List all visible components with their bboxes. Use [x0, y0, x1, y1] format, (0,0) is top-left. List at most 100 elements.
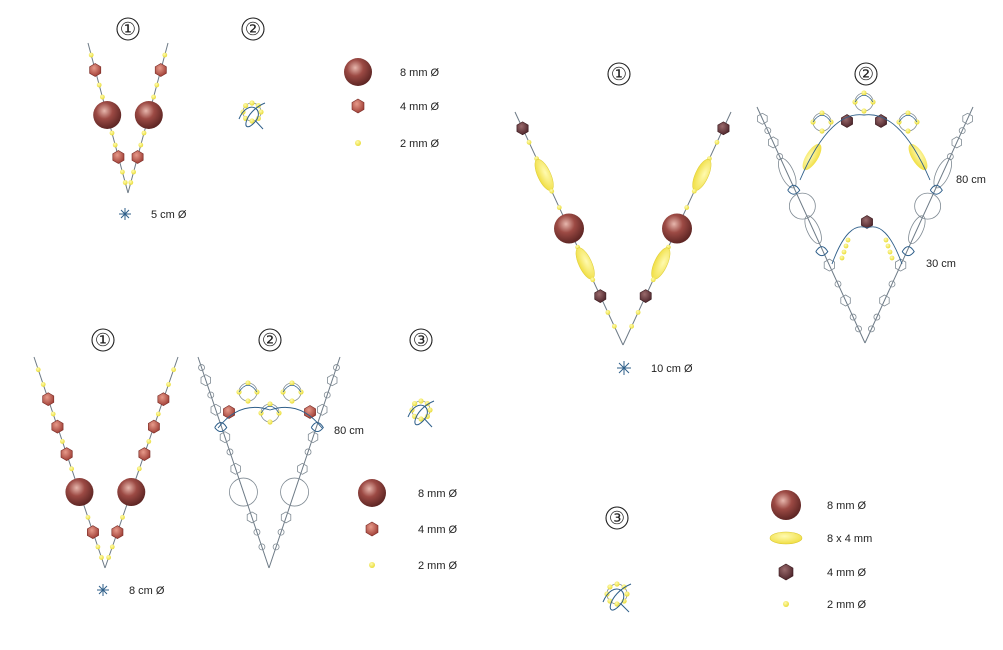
hex-bead	[875, 114, 887, 128]
hex-bead	[304, 405, 316, 419]
large-bead	[662, 213, 692, 244]
hex-bead	[89, 63, 102, 77]
step-number-1: ①	[607, 62, 631, 86]
outline-bead	[804, 215, 822, 244]
length-label: 80 cm	[334, 425, 364, 437]
legend-label-8mm: 8 mm Ø	[827, 500, 867, 512]
seed-bead	[905, 128, 911, 134]
seed-bead	[166, 382, 171, 387]
thread-tail	[424, 418, 433, 428]
seed-bead	[614, 601, 620, 607]
seed-bead	[128, 180, 134, 185]
thread-tail	[255, 120, 264, 130]
outline-bead	[768, 136, 779, 149]
outline-bead	[873, 313, 881, 321]
outline-bead	[229, 477, 258, 507]
seed-bead	[96, 82, 102, 88]
knot-step-3	[407, 398, 435, 428]
seed-bead	[635, 309, 641, 315]
seed-bead	[131, 169, 137, 175]
seed-bead	[684, 205, 690, 210]
loop-ring	[898, 112, 918, 132]
seed-bead	[590, 277, 596, 283]
seed-bead	[112, 142, 118, 148]
outline-bead	[840, 294, 851, 307]
seed-bead	[289, 380, 295, 386]
thread-tail	[620, 603, 630, 613]
large-bead-icon	[358, 479, 386, 507]
outline-bead	[210, 403, 221, 416]
oval-bead-icon	[769, 531, 803, 545]
outline-bead	[226, 448, 234, 456]
hex-bead	[60, 447, 73, 461]
thread-arc	[238, 384, 258, 393]
thread-arc	[260, 405, 280, 414]
hex-bead	[131, 150, 144, 164]
outline-bead	[764, 127, 772, 135]
hex-bead-icon	[778, 563, 794, 581]
outline-bead	[297, 462, 308, 475]
seed-bead	[611, 323, 617, 329]
wire-line	[864, 106, 974, 344]
seed-bead	[171, 367, 177, 373]
knot-mark	[214, 422, 228, 433]
knot-step-2	[238, 100, 266, 130]
outline-bead	[879, 294, 890, 307]
large-bead	[93, 101, 122, 129]
asterisk-icon	[97, 584, 109, 596]
loop-ring	[238, 382, 258, 402]
outline-bead	[914, 192, 942, 220]
legend-label-8mm: 8 mm Ø	[400, 67, 440, 79]
ring-size-label: 10 cm Ø	[651, 363, 693, 375]
seed-bead	[146, 439, 152, 444]
outline-bead	[272, 543, 280, 551]
step-number-1: ①	[116, 17, 140, 41]
seed-bead	[607, 584, 613, 590]
oval-bead	[534, 158, 554, 191]
seed-bead	[861, 90, 867, 96]
outline-bead	[757, 112, 768, 125]
v-strand-step-1	[33, 356, 179, 569]
seed-bead	[141, 130, 147, 136]
wire-line	[197, 356, 270, 569]
hex-bead	[87, 525, 99, 539]
outline-bead	[777, 157, 797, 189]
loop-ring	[854, 92, 874, 112]
step-number-2: ②	[854, 62, 878, 86]
large-bead	[554, 213, 584, 244]
seed-bead	[109, 130, 115, 136]
thread-arc	[812, 114, 832, 123]
seed-bead	[843, 243, 849, 249]
seed-bead	[418, 416, 424, 422]
oval-bead	[908, 143, 928, 171]
hex-bead	[148, 419, 160, 434]
seed-bead	[138, 142, 144, 148]
v-strand-step-1	[514, 111, 732, 346]
thread-path	[799, 114, 931, 181]
seed-bead	[109, 544, 115, 550]
large-bead	[65, 478, 94, 507]
hex-bead	[157, 392, 170, 407]
outline-bead	[219, 431, 231, 444]
seed-bead	[289, 398, 295, 404]
seed-bead	[549, 188, 555, 194]
step-number-2: ②	[258, 328, 282, 352]
legend-label-4mm: 4 mm Ø	[827, 567, 867, 579]
step-number-3-text: ③	[413, 330, 429, 350]
outline-bead	[317, 403, 328, 416]
length-label-inner: 30 cm	[926, 258, 956, 270]
seed-bead	[120, 514, 125, 520]
large-bead	[117, 478, 146, 507]
seed-bead	[88, 52, 94, 58]
legend-label-2mm: 2 mm Ø	[418, 560, 458, 572]
step-number-1-text: ①	[120, 19, 136, 39]
seed-bead	[151, 94, 157, 100]
seed-bead	[819, 110, 825, 116]
seed-bead	[106, 555, 112, 560]
outline-bead	[304, 448, 312, 456]
ring-size: 8 cm Ø	[97, 584, 165, 597]
hex-bead	[51, 419, 64, 434]
seed-bead	[624, 591, 630, 597]
legend-label-8mm: 8 mm Ø	[418, 488, 458, 500]
legend-label-2mm: 2 mm Ø	[400, 138, 440, 150]
